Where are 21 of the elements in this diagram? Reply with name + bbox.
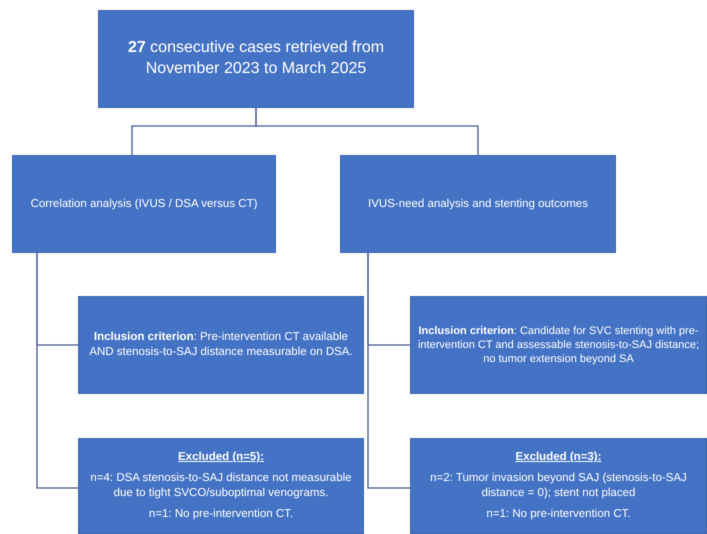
connector-line	[36, 253, 78, 489]
box-heading: Excluded (n=5):	[178, 450, 264, 466]
connector-line	[367, 253, 410, 489]
box-text: Inclusion criterion: Candidate for SVC stenting with pre-intervention CT and assessable stenosis-to-SAJ distance; no tumor extension beyond SA	[417, 324, 700, 366]
connector-line	[255, 108, 479, 155]
box-text: Correlation analysis (IVUS / DSA versus CT)	[30, 196, 258, 212]
box-text: Inclusion criterion: Pre-intervention CT available AND stenosis-to-SAJ distance measurable on DSA.	[88, 330, 354, 360]
box-text: n=2: Tumor invasion beyond SAJ (stenosis-to-SAJ distance = 0); stent not placed	[429, 471, 688, 501]
process-box	[410, 296, 707, 394]
process-box	[410, 438, 707, 534]
box-heading: Excluded (n=3):	[516, 450, 602, 466]
process-box	[78, 438, 364, 534]
box-text: n=1: No pre-intervention CT.	[148, 506, 294, 522]
process-box	[78, 296, 364, 394]
process-box	[340, 155, 616, 253]
process-box	[98, 10, 414, 108]
box-text: n=1: No pre-intervention CT.	[486, 506, 631, 522]
box-text: IVUS-need analysis and stenting outcomes	[368, 196, 588, 212]
box-text: n=4: DSA stenosis-to-SAJ distance not measurable due to tight SVCO/suboptimal venograms.	[89, 471, 353, 501]
box-text: 27 consecutive cases retrieved from November 2023 to March 2025	[126, 38, 386, 79]
process-box	[12, 155, 276, 253]
